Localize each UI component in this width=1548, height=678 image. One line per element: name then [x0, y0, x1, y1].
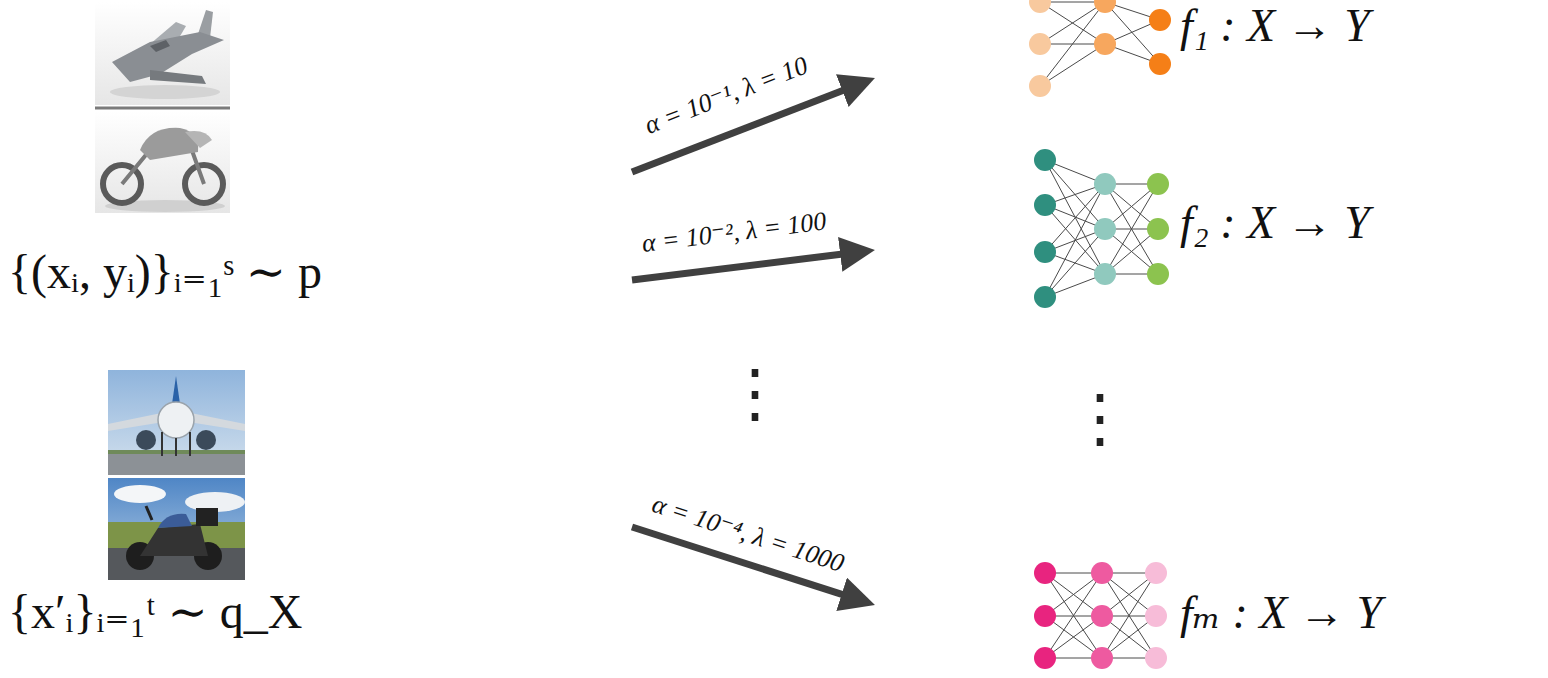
neuron — [1149, 53, 1171, 75]
ellipsis-mark: ⋮ — [723, 361, 787, 425]
windshield — [185, 131, 212, 148]
neuron — [1034, 605, 1056, 627]
network-icon — [1034, 149, 1169, 308]
sky — [108, 370, 245, 475]
cloud — [114, 485, 166, 503]
render-ground — [95, 111, 230, 213]
neuron — [1094, 173, 1116, 195]
arrow-connector — [632, 252, 855, 280]
neuron — [1091, 605, 1113, 627]
hyperparameter-label: α = 10⁻⁴, λ = 1000 — [645, 489, 850, 579]
network-icon — [1040, 2, 1160, 86]
ellipsis-mark: ⋮ — [1068, 386, 1132, 450]
network-icon — [1029, 0, 1171, 97]
neuron — [1145, 562, 1167, 584]
motorbike-photo — [108, 478, 245, 580]
neuron — [1034, 647, 1056, 669]
neuron — [1091, 562, 1113, 584]
jet-wing — [150, 70, 206, 84]
neuron — [1034, 194, 1056, 216]
neuron — [1034, 241, 1056, 263]
neuron — [1147, 218, 1169, 240]
render-ground — [95, 2, 230, 105]
neuron — [1147, 173, 1169, 195]
model-node: f₁ : X → Y — [875, 0, 1380, 100]
arrow-connector — [632, 85, 856, 172]
dataset-group: {(xᵢ, yᵢ)}ᵢ₌₁ˢ ∼ p {x′ᵢ}ᵢ₌₁ᵗ ∼ q_X — [0, 0, 632, 678]
model-node: f₂ : X → Y — [875, 175, 1380, 285]
model-label: fₘ : X → Y — [1180, 587, 1382, 640]
model-label: f₂ : X → Y — [1180, 197, 1370, 250]
dataset-formula: {x′ᵢ}ᵢ₌₁ᵗ ∼ q_X — [8, 584, 302, 639]
arrow-connector — [632, 527, 856, 599]
neuron — [1094, 0, 1116, 13]
airplane-photo — [108, 370, 245, 475]
network-icon — [1045, 573, 1156, 658]
neuron — [1094, 218, 1116, 240]
model-node: fₘ : X → Y — [875, 560, 1392, 670]
neuron — [1091, 647, 1113, 669]
neuron — [1094, 263, 1116, 285]
neuron — [1145, 647, 1167, 669]
jet-canopy — [150, 40, 170, 52]
motorbike-render — [95, 111, 230, 213]
sky — [108, 478, 245, 580]
neuron — [1029, 0, 1051, 13]
tail-fin — [172, 376, 180, 404]
handlebar — [146, 506, 152, 520]
dataset-formula: {(xᵢ, yᵢ)}ᵢ₌₁ˢ ∼ p — [8, 244, 322, 299]
neuron — [1034, 562, 1056, 584]
fuselage — [158, 402, 194, 438]
neuron — [1029, 75, 1051, 97]
landing-gear — [189, 432, 191, 456]
neuron — [1034, 286, 1056, 308]
neuron — [1149, 9, 1171, 31]
neuron — [1034, 149, 1056, 171]
model-label: f₁ : X → Y — [1180, 0, 1370, 53]
neuron — [1147, 263, 1169, 285]
jet-render — [95, 2, 230, 105]
hyperparameter-label: α = 10⁻², λ = 100 — [637, 208, 831, 260]
separator-line — [95, 107, 230, 110]
neuron — [1029, 33, 1051, 55]
bike-body — [140, 524, 208, 556]
landing-gear — [175, 438, 177, 456]
top-box — [196, 508, 218, 526]
network-icon — [1045, 160, 1158, 297]
engine — [136, 430, 156, 450]
network-icon — [1034, 562, 1167, 669]
shadow — [110, 85, 220, 99]
neuron — [1094, 33, 1116, 55]
tank — [158, 514, 192, 528]
neuron — [1145, 605, 1167, 627]
landing-gear — [161, 432, 163, 456]
hyperparameter-label: α = 10⁻¹, λ = 10 — [638, 51, 815, 142]
engine — [196, 430, 216, 450]
